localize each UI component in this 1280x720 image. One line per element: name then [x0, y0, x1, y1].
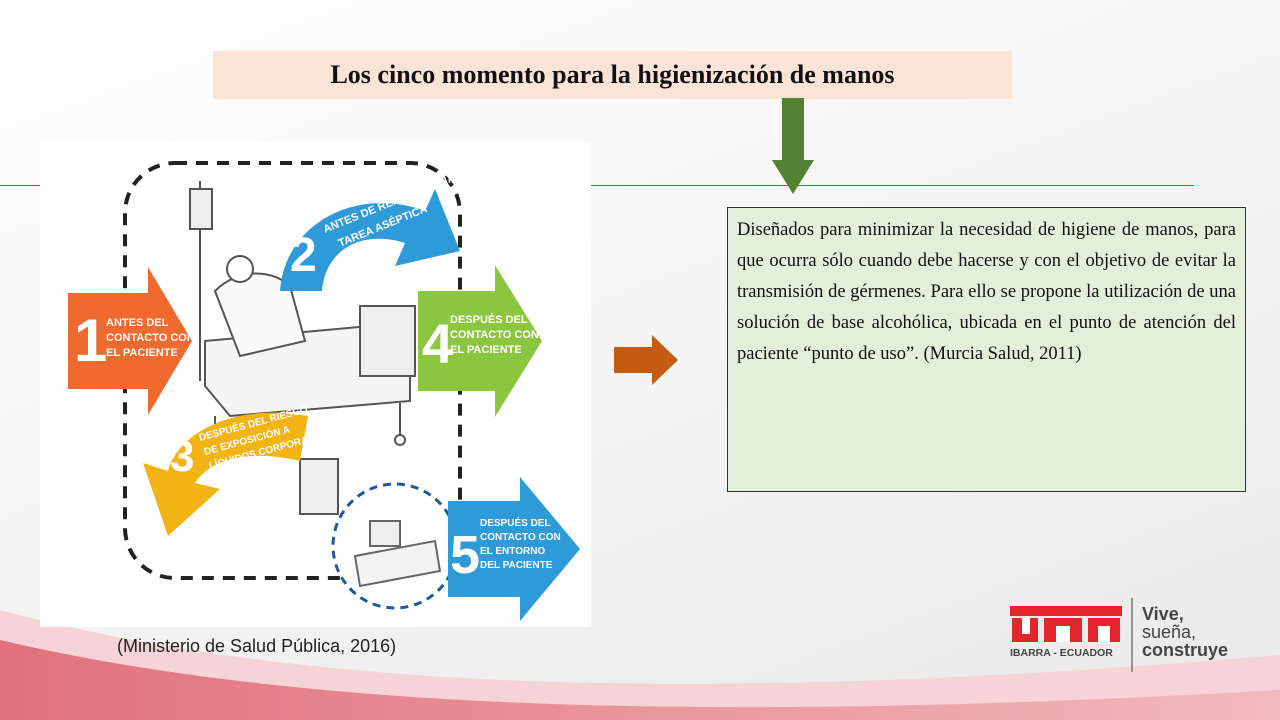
description-box: Diseñados para minimizar la necesidad de… — [727, 207, 1246, 492]
divider-line-left — [0, 185, 42, 186]
moment-4-label-1: DESPUÉS DEL — [450, 313, 528, 326]
moment-5-number: 5 — [450, 525, 480, 585]
moment-5-label-4: DEL PACIENTE — [480, 560, 553, 571]
moment-2-number: 2 — [290, 229, 317, 282]
moment-3-number: 3 — [170, 432, 194, 481]
moment-4-arrow — [418, 265, 542, 417]
bed-illustration — [189, 181, 416, 515]
five-moments-figure: 1 ANTES DEL CONTACTO CON EL PACIENTE 2 A… — [40, 141, 591, 627]
down-arrow-icon — [772, 98, 814, 194]
moment-4-label-3: EL PACIENTE — [450, 344, 522, 356]
moment-1-arrow — [68, 267, 192, 415]
moment-2-arrow — [280, 189, 460, 291]
moment-5-label-1: DESPUÉS DEL — [480, 516, 551, 529]
moment-1-label-2: CONTACTO CON — [106, 332, 195, 344]
slogan-line-3: construye — [1142, 640, 1228, 660]
moment-5-label-2: CONTACTO CON — [480, 532, 561, 543]
moment-4-number: 4 — [422, 312, 453, 375]
moment-3-arrow — [143, 412, 308, 536]
moment-1-number: 1 — [74, 307, 107, 374]
moment-1-label-1: ANTES DEL — [106, 317, 169, 329]
logo-location: IBARRA - ECUADOR — [1010, 647, 1113, 659]
divider-line-right — [591, 185, 1194, 186]
slide-title: Los cinco momento para la higienización … — [213, 51, 1012, 99]
slogan-line-2: sueña, — [1142, 622, 1196, 642]
moment-5-label-3: EL ENTORNO — [480, 546, 545, 557]
moment-1-label-3: EL PACIENTE — [106, 347, 178, 359]
figure-caption: (Ministerio de Salud Pública, 2016) — [117, 636, 397, 656]
moment-5-arrow — [448, 477, 580, 621]
moment-4-label-2: CONTACTO CON — [450, 329, 539, 341]
utn-logo: IBARRA - ECUADOR Vive, sueña, construye — [1010, 598, 1228, 672]
right-arrow-icon — [614, 335, 678, 385]
slogan-line-1: Vive, — [1142, 604, 1184, 624]
